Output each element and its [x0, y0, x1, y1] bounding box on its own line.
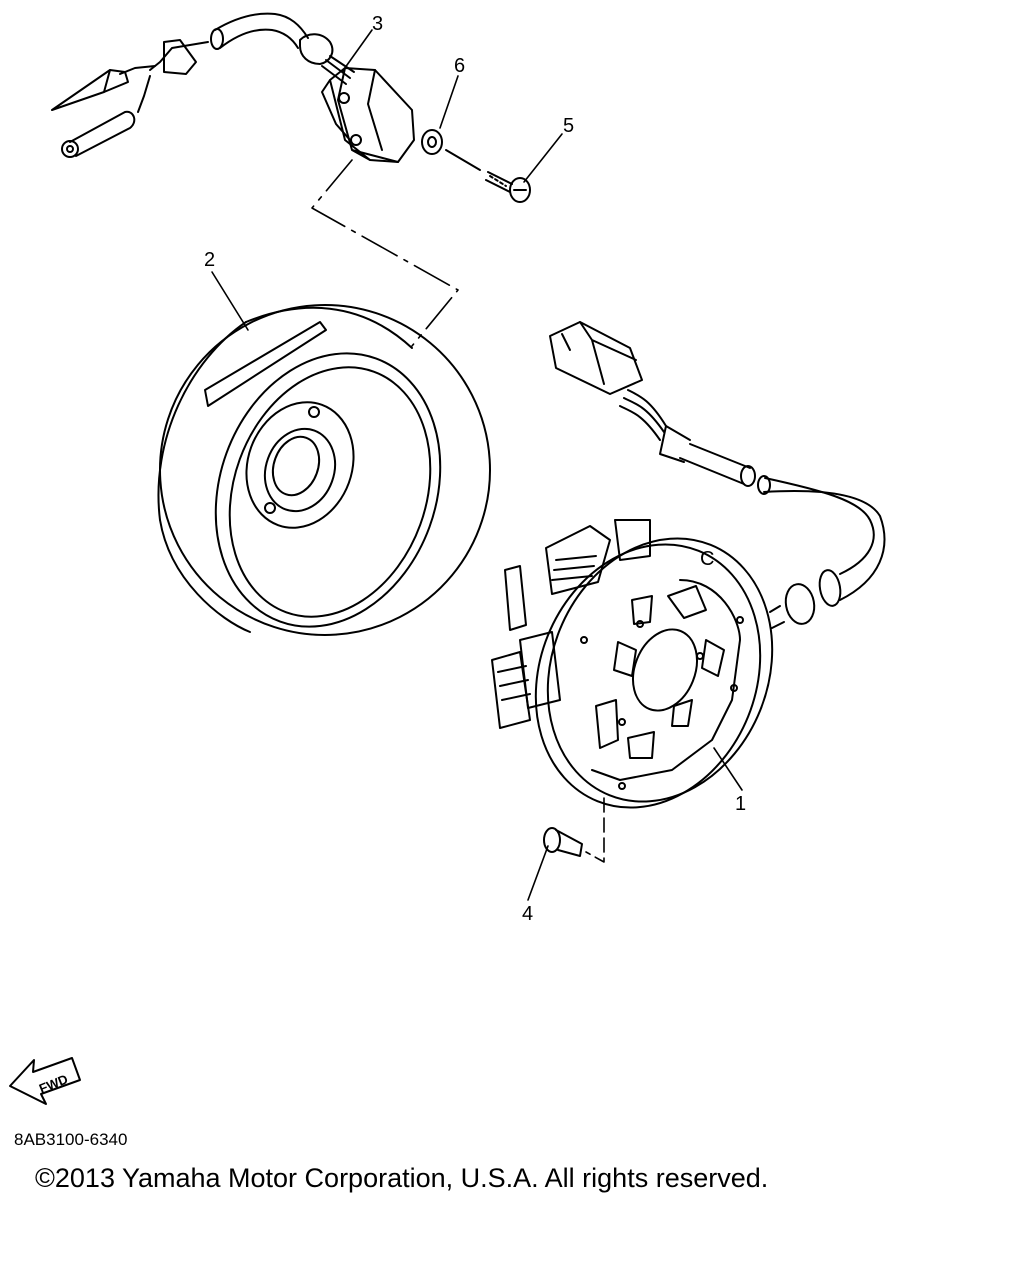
- flywheel-rotor: [157, 304, 491, 636]
- callout-5: 5: [563, 115, 574, 137]
- pickup-cable-sheath: [214, 12, 309, 49]
- bolt: [485, 171, 531, 203]
- pickup-coil-assembly: [51, 12, 415, 163]
- pickup-coil-body: [329, 67, 415, 163]
- fwd-arrow-icon: FWD: [9, 1057, 81, 1105]
- callout-1: 1: [735, 793, 746, 815]
- bullet-connector-male: [51, 69, 129, 111]
- part-code: 8AB3100-6340: [14, 1130, 128, 1149]
- copyright-notice: ©2013 Yamaha Motor Corporation, U.S.A. A…: [35, 1163, 769, 1193]
- washer: [421, 129, 443, 155]
- stator-assembly: C: [491, 519, 774, 809]
- stator-plate: [546, 537, 774, 803]
- callout-4: 4: [522, 903, 533, 925]
- stator-screw: [543, 827, 583, 857]
- exploded-parts-diagram: C 1 2 3: [9, 12, 886, 1105]
- callout-3: 3: [372, 13, 383, 35]
- callout-6: 6: [454, 55, 465, 77]
- bullet-connector-female: [69, 110, 136, 157]
- assembly-line-screw: [585, 797, 605, 863]
- stator-mark: C: [700, 548, 714, 570]
- callout-2: 2: [204, 249, 215, 271]
- assembly-line-pickup: [311, 159, 459, 347]
- stator-wiring-harness: [549, 321, 886, 629]
- fwd-label: FWD: [37, 1071, 70, 1096]
- callout-leaders: [211, 29, 743, 901]
